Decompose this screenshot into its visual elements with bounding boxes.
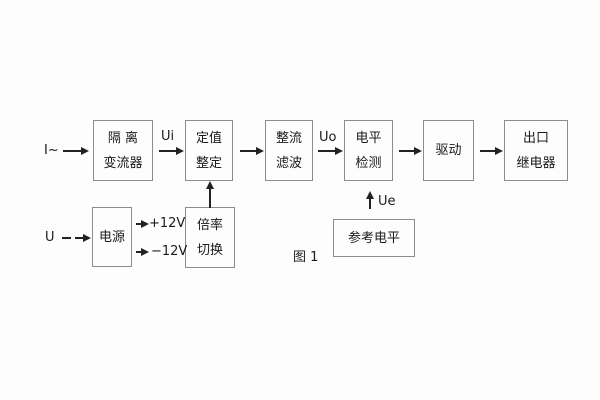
block-ratio-line2: 切换: [196, 242, 223, 258]
block-relay-line2: 继电器: [516, 155, 556, 171]
block-relay-line1: 出口: [522, 130, 549, 146]
signal-label-input-current: I~: [44, 143, 59, 158]
arrow-power-plus12v: [136, 220, 149, 227]
block-rectifier-filter: 整流 滤波: [265, 120, 313, 181]
arrow-isolation-to-setting: [159, 147, 184, 154]
arrow-level-to-drive: [399, 147, 422, 154]
block-reference-label: 参考电平: [347, 230, 400, 246]
block-rectifier-line2: 滤波: [275, 155, 302, 171]
signal-label-plus12v: +12V: [149, 216, 186, 231]
block-setting-adjust: 定值 整定: [185, 120, 233, 181]
block-drive-label: 驱动: [435, 143, 462, 158]
figure-caption: 图 1: [293, 250, 319, 265]
block-setting-line2: 整定: [195, 155, 222, 171]
block-ratio-line1: 倍率: [196, 217, 223, 233]
block-power-supply: 电源: [92, 207, 132, 267]
signal-label-minus12v: −12V: [151, 244, 188, 259]
block-level-line1: 电平: [355, 130, 382, 146]
block-isolation-transformer: 隔 离 变流器: [93, 120, 153, 181]
block-level-line2: 检测: [355, 155, 382, 171]
block-isolation-line2: 变流器: [103, 155, 143, 171]
line-voltage-input: [62, 237, 71, 239]
block-level-detect: 电平 检测: [344, 120, 393, 181]
signal-label-uo: Uo: [319, 130, 337, 145]
arrow-ratio-to-setting: [206, 181, 213, 208]
block-setting-line1: 定值: [195, 130, 222, 146]
arrow-input-to-power: [75, 234, 91, 241]
arrow-rectifier-to-level: [318, 147, 343, 154]
arrow-reference-to-level: [366, 191, 373, 209]
block-rectifier-line1: 整流: [275, 130, 302, 146]
arrow-power-minus12v: [136, 248, 149, 255]
block-reference-level: 参考电平: [333, 219, 415, 257]
signal-label-ui: Ui: [161, 129, 175, 144]
block-drive: 驱动: [423, 120, 474, 181]
block-isolation-line1: 隔 离: [107, 130, 139, 146]
signal-label-ue: Ue: [378, 194, 396, 209]
arrow-drive-to-relay: [480, 147, 503, 154]
signal-label-input-voltage: U: [45, 230, 55, 245]
arrow-input-to-isolation: [63, 147, 89, 154]
arrow-setting-to-rectifier: [240, 147, 264, 154]
block-output-relay: 出口 继电器: [504, 120, 568, 181]
block-power-label: 电源: [98, 229, 125, 245]
block-ratio-switch: 倍率 切换: [185, 207, 235, 268]
